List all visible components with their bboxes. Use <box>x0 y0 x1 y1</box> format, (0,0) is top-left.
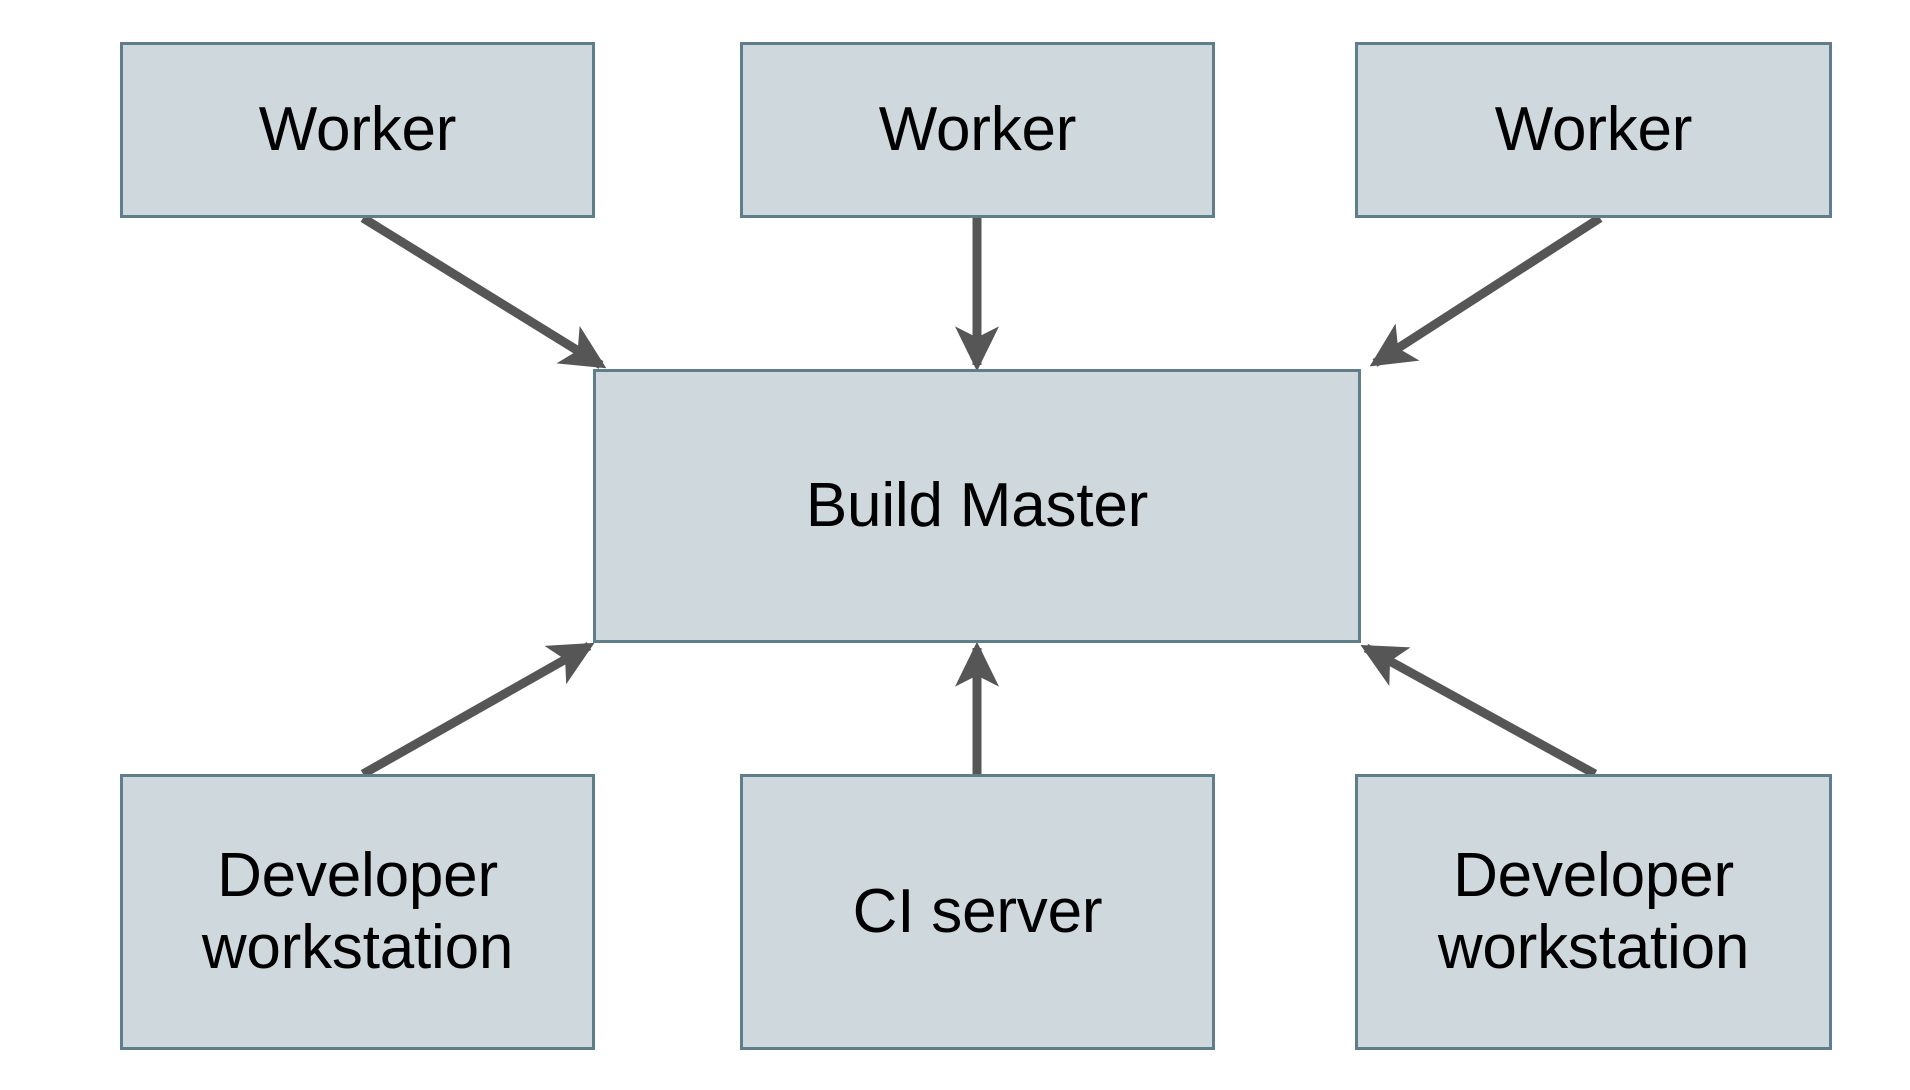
edge-worker3-to-master <box>1369 214 1603 367</box>
node-dev-workstation-left[interactable]: Developer workstation <box>120 774 595 1050</box>
node-build-master[interactable]: Build Master <box>593 369 1361 643</box>
node-worker-1[interactable]: Worker <box>120 42 595 218</box>
node-label-ci-server: CI server <box>852 877 1103 947</box>
node-label-dev-workstation-left: Developer workstation <box>201 841 514 982</box>
node-label-build-master: Build Master <box>805 471 1149 541</box>
node-worker-3[interactable]: Worker <box>1355 42 1832 218</box>
node-label-worker-2: Worker <box>878 95 1077 165</box>
edge-worker1-to-master <box>360 214 607 369</box>
node-label-worker-3: Worker <box>1494 95 1693 165</box>
node-worker-2[interactable]: Worker <box>740 42 1215 218</box>
node-ci-server[interactable]: CI server <box>740 774 1215 1050</box>
edge-devleft-to-master <box>360 642 595 778</box>
node-label-dev-workstation-right: Developer workstation <box>1437 841 1750 982</box>
node-label-worker-1: Worker <box>258 95 457 165</box>
node-dev-workstation-right[interactable]: Developer workstation <box>1355 774 1832 1050</box>
edge-devright-to-master <box>1360 644 1598 778</box>
